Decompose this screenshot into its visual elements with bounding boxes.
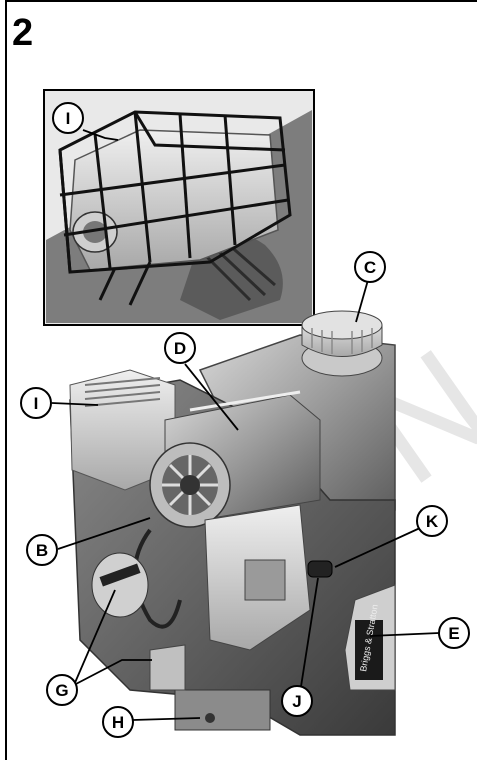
leader-E xyxy=(369,632,440,637)
figure-number: 2 xyxy=(12,12,34,54)
leader-C xyxy=(355,279,369,323)
drain-fitting xyxy=(149,644,186,691)
callout-E: E xyxy=(438,617,470,649)
callout-I-main-label: I xyxy=(34,394,39,413)
throttle-knob xyxy=(307,560,333,578)
callout-G: G xyxy=(46,674,78,706)
callout-I-inset-label: I xyxy=(66,109,71,128)
leader-I-inset xyxy=(82,129,119,141)
leader-G2 xyxy=(73,589,116,686)
leader-lines xyxy=(51,129,440,721)
engine-base xyxy=(174,689,271,731)
callout-I-inset: I xyxy=(52,102,84,134)
oil-drain-plug xyxy=(205,713,215,723)
page-border-top xyxy=(5,0,477,2)
oil-fill-cap xyxy=(91,552,149,618)
callout-K-label: K xyxy=(426,512,439,531)
callout-G-label: G xyxy=(55,681,68,700)
callout-J-label: J xyxy=(292,692,301,711)
leader-G1 xyxy=(73,659,152,686)
main-engine: Briggs & Stratton xyxy=(69,310,396,736)
callout-D: D xyxy=(164,332,196,364)
inset-muffler-guard xyxy=(43,89,315,326)
callout-I-main: I xyxy=(20,387,52,419)
leader-H xyxy=(132,717,201,721)
callout-E-label: E xyxy=(448,624,459,643)
leader-J xyxy=(299,577,319,694)
inset-wire-cage xyxy=(58,110,292,306)
leader-B xyxy=(57,517,151,550)
callout-D-label: D xyxy=(174,339,186,358)
callout-B-label: B xyxy=(36,541,48,560)
fuel-line xyxy=(133,528,182,629)
callout-C: C xyxy=(354,251,386,283)
brand-plate xyxy=(355,620,383,680)
callout-B: B xyxy=(26,534,58,566)
leader-K xyxy=(334,527,421,568)
callout-H-label: H xyxy=(112,713,124,732)
callout-J: J xyxy=(281,685,313,717)
callout-C-label: C xyxy=(364,258,376,277)
callout-H: H xyxy=(102,706,134,738)
leader-I-main xyxy=(51,402,99,406)
page-border-left xyxy=(5,0,7,760)
leader-D xyxy=(184,363,239,431)
callout-K: K xyxy=(416,505,448,537)
